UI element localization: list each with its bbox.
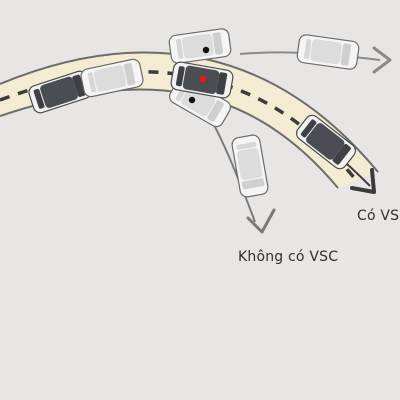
car-top-view-icon [230,133,270,199]
label-with-vsc: Có VS [357,208,400,224]
dot-marker-icon [199,75,207,83]
arrow-head-icon [246,208,276,234]
label-without-vsc: Không có VSC [238,249,339,265]
arrow-head-icon [350,168,376,194]
car-top-view-icon [167,27,233,65]
dot-marker-icon [202,46,210,54]
dot-marker-icon [188,96,196,104]
car-top-view-icon [295,33,361,71]
arrow-head-icon [372,46,392,74]
